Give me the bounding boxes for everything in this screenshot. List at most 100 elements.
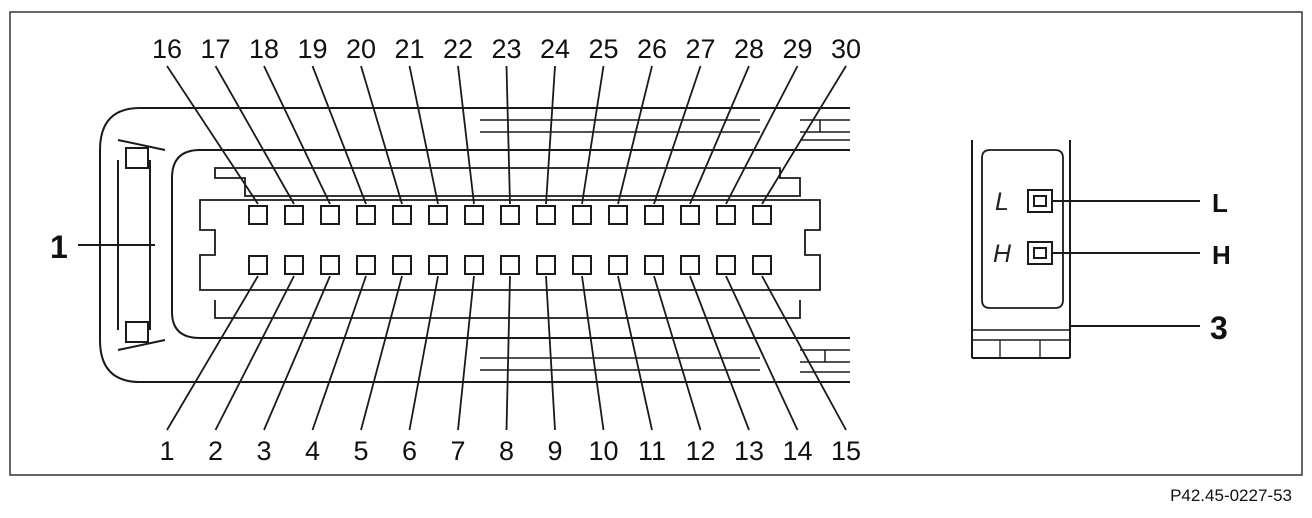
- pin-leader-10: [581, 275, 605, 431]
- pin-21: [428, 205, 448, 225]
- pin-5: [392, 255, 412, 275]
- pin-2: [284, 255, 304, 275]
- pin-leader-6: [408, 275, 439, 431]
- pin-leader-26: [617, 65, 653, 205]
- pin-label-29: 29: [782, 34, 812, 64]
- pin-label-23: 23: [491, 34, 521, 64]
- pin-18: [320, 205, 340, 225]
- pin-label-27: 27: [685, 34, 715, 64]
- connector-can: [971, 140, 1200, 359]
- pin-label-6: 6: [402, 436, 417, 466]
- pin-label-9: 9: [547, 436, 562, 466]
- figure-reference-code: P42.45-0227-53: [1170, 486, 1292, 505]
- pin-label-20: 20: [346, 34, 376, 64]
- pin-leader-3: [263, 275, 331, 431]
- can-pin-letter-l: L: [995, 188, 1009, 216]
- pin-9: [536, 255, 556, 275]
- pin-27: [644, 205, 664, 225]
- pin-26: [608, 205, 628, 225]
- pin-label-11: 11: [638, 436, 666, 466]
- pin-label-22: 22: [443, 34, 473, 64]
- pin-label-10: 10: [588, 436, 618, 466]
- pin-leader-23: [505, 65, 511, 205]
- pin-19: [356, 205, 376, 225]
- can-housing-callout: 3: [1210, 310, 1228, 346]
- pin-leader-18: [263, 65, 331, 205]
- pin-leader-5: [360, 275, 403, 431]
- pin-28: [680, 205, 700, 225]
- pin-4: [356, 255, 376, 275]
- pin-leader-16: [166, 65, 259, 205]
- bottom-pin-row: [248, 255, 772, 275]
- pin-14: [716, 255, 736, 275]
- pin-6: [428, 255, 448, 275]
- pin-leader-11: [617, 275, 653, 431]
- pin-10: [572, 255, 592, 275]
- pin-15: [752, 255, 772, 275]
- pin-label-15: 15: [831, 436, 861, 466]
- pin-label-30: 30: [831, 34, 861, 64]
- pin-leader-17: [214, 65, 295, 205]
- pin-label-3: 3: [256, 436, 271, 466]
- pin-20: [392, 205, 412, 225]
- pin-22: [464, 205, 484, 225]
- pin-30: [752, 205, 772, 225]
- pin-leader-28: [689, 65, 750, 205]
- pin-label-13: 13: [734, 436, 764, 466]
- pin-label-5: 5: [353, 436, 368, 466]
- pin-leader-8: [505, 275, 511, 431]
- pin-label-24: 24: [540, 34, 570, 64]
- pin-label-21: 21: [394, 34, 424, 64]
- pin-leader-25: [581, 65, 605, 205]
- pin-17: [284, 205, 304, 225]
- pin-29: [716, 205, 736, 225]
- pin-24: [536, 205, 556, 225]
- pin-leader-12: [653, 275, 702, 431]
- pin-leader-2: [214, 275, 295, 431]
- pin-leader-4: [311, 275, 367, 431]
- can-callout-l: L: [1212, 188, 1228, 218]
- pin-leader-7: [457, 275, 475, 431]
- pin-label-1: 1: [159, 436, 174, 466]
- pin-label-7: 7: [450, 436, 465, 466]
- pin-label-25: 25: [588, 34, 618, 64]
- pin-label-26: 26: [637, 34, 667, 64]
- pin-label-8: 8: [499, 436, 514, 466]
- pin-25: [572, 205, 592, 225]
- pin-12: [644, 255, 664, 275]
- connector-insert: [171, 149, 850, 339]
- pin-leader-19: [311, 65, 367, 205]
- pin-23: [500, 205, 520, 225]
- pin-1: [248, 255, 268, 275]
- connector-30pin: [99, 107, 850, 383]
- pin-8: [500, 255, 520, 275]
- pin-label-14: 14: [782, 436, 812, 466]
- pin-label-2: 2: [208, 436, 223, 466]
- pin-16: [248, 205, 268, 225]
- pin-leader-20: [360, 65, 403, 205]
- pin-13: [680, 255, 700, 275]
- can-pin-l: [1027, 189, 1053, 213]
- pin-label-19: 19: [297, 34, 327, 64]
- pin-leader-14: [725, 275, 799, 431]
- pin-11: [608, 255, 628, 275]
- pin-label-12: 12: [685, 436, 715, 466]
- pin-7: [464, 255, 484, 275]
- pin-3: [320, 255, 340, 275]
- top-pin-row: [248, 205, 772, 225]
- pin-leader-21: [408, 65, 439, 205]
- pin-leader-27: [653, 65, 702, 205]
- pin-leader-15: [761, 275, 847, 431]
- can-pin-letter-h: H: [993, 240, 1012, 268]
- can-callout-h: H: [1212, 240, 1231, 270]
- pin-label-17: 17: [200, 34, 230, 64]
- pin-label-18: 18: [249, 34, 279, 64]
- figure-frame: [9, 11, 1303, 476]
- pin-leader-24: [545, 65, 556, 205]
- pin-label-16: 16: [152, 34, 182, 64]
- pin-leader-13: [689, 275, 750, 431]
- pin-label-28: 28: [734, 34, 764, 64]
- housing-callout-label: 1: [50, 229, 68, 265]
